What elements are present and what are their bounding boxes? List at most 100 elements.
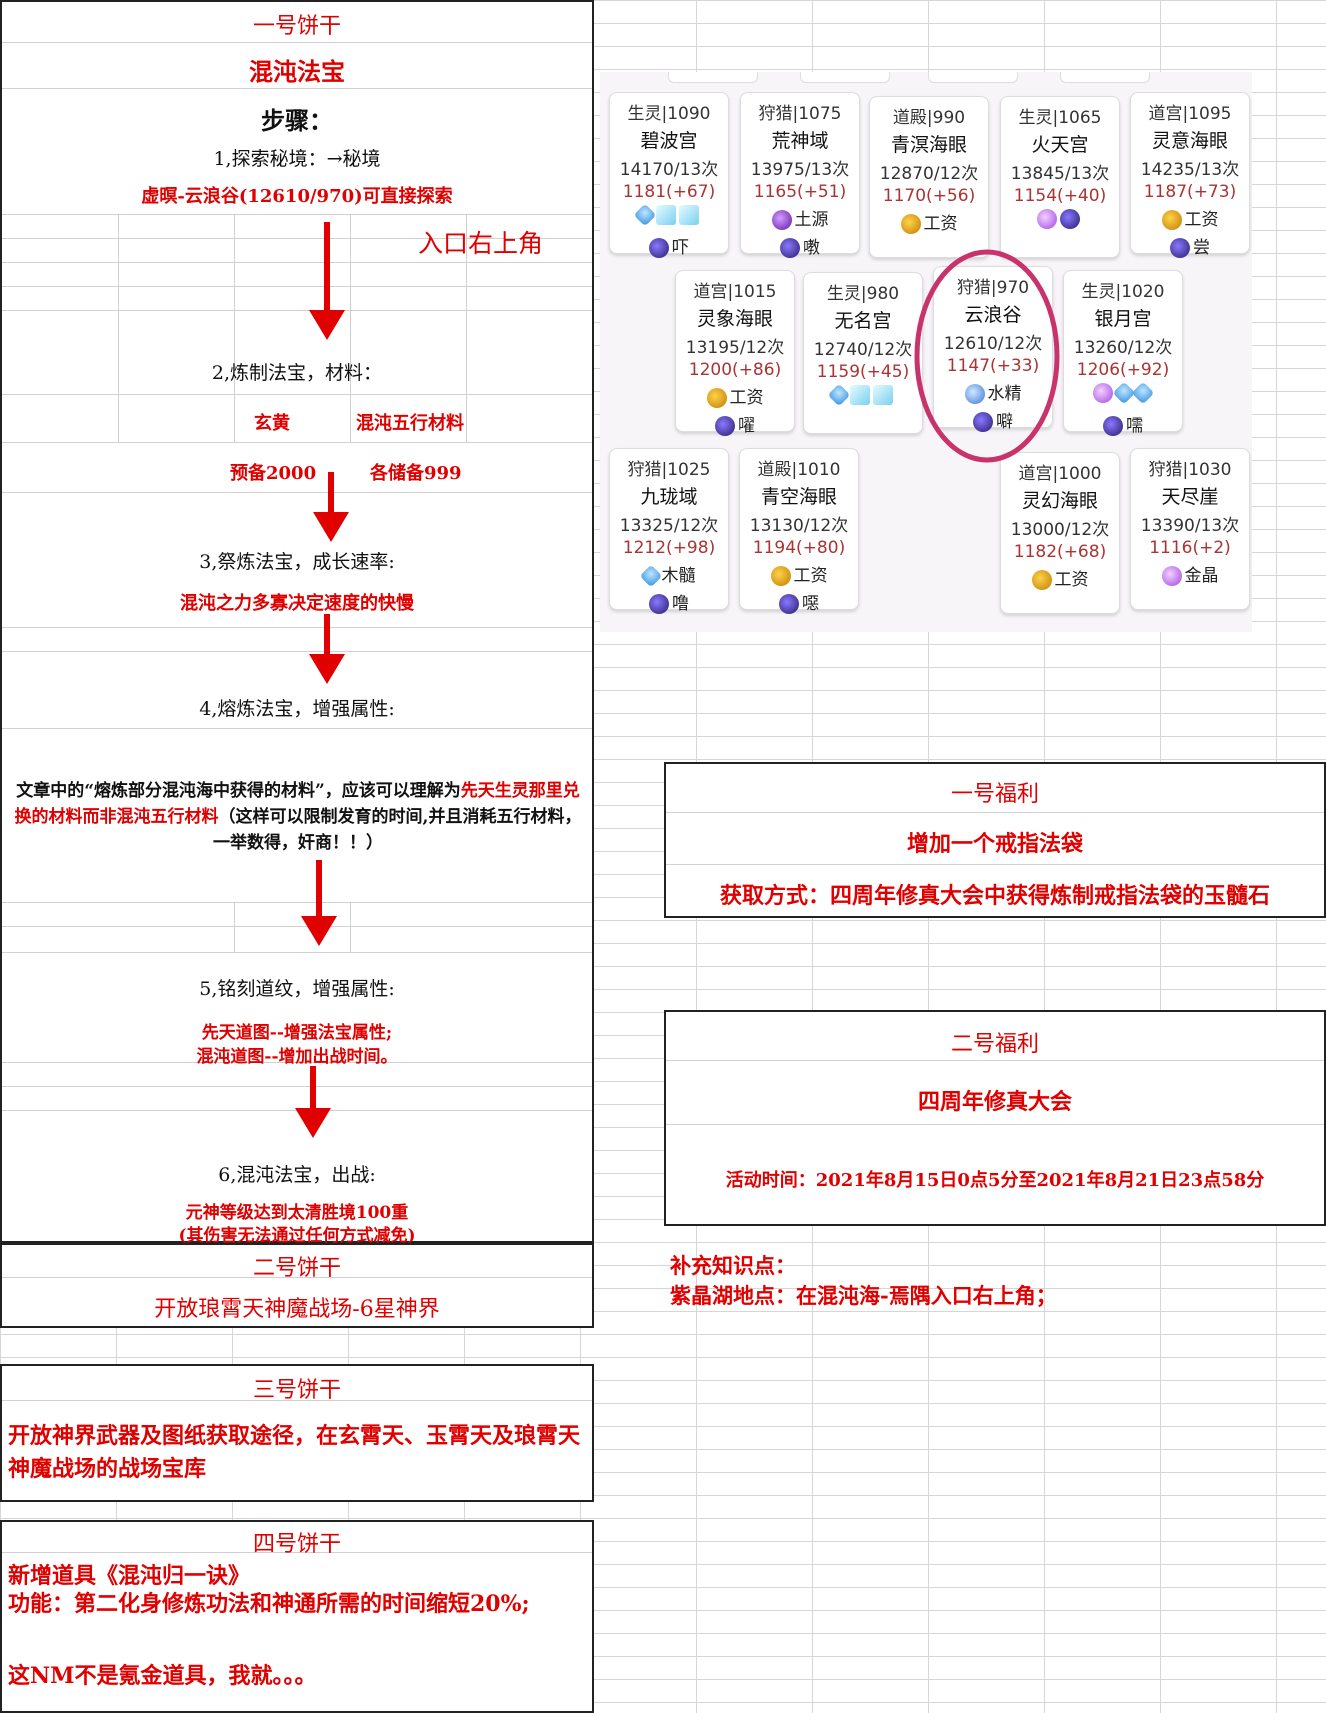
material-icon	[1092, 383, 1113, 403]
realm-type: 道宫|1000	[1018, 464, 1102, 484]
welfare-2-line-2: 活动时间：2021年8月15日0点5分至2021年8月21日23点58分	[725, 1170, 1265, 1191]
boss-icon	[1103, 416, 1123, 436]
cookie-4-line-3: 这NM不是氪金道具，我就。。。	[8, 1663, 317, 1689]
realm-drop-label: 工资	[1054, 570, 1089, 590]
realm-boss-label: 噜	[672, 594, 689, 614]
material-icon	[1112, 381, 1135, 405]
realm-name: 火天宫	[1031, 134, 1089, 156]
realm-progress: 14235/13次	[1140, 160, 1240, 180]
step-4-explanation: 文章中的“熔炼部分混沌海中获得的材料”，应该可以理解为先天生灵那里兑换的材料而非…	[8, 778, 588, 856]
realm-type: 生灵|1090	[627, 104, 711, 124]
realm-name: 青空海眼	[760, 486, 837, 508]
welfare-2-box: 二号福利 四周年修真大会 活动时间：2021年8月15日0点5分至2021年8月…	[664, 1010, 1326, 1226]
material-icon	[706, 388, 727, 408]
realm-progress: 13130/12次	[749, 516, 849, 536]
step-1: 1,探索秘境：→秘境	[213, 148, 381, 170]
realm-type: 道殿|990	[892, 108, 966, 128]
material-icon	[1037, 209, 1057, 229]
realm-progress: 12610/12次	[943, 334, 1043, 354]
step-5-note-2: 混沌道图--增加出战时间。	[196, 1047, 398, 1067]
realm-value: 1116(+2)	[1149, 538, 1231, 558]
steps-heading: 步骤：	[261, 106, 333, 135]
highlight-circle	[914, 249, 1060, 463]
realm-drop: 水精	[934, 379, 1052, 405]
realm-value: 1206(+92)	[1076, 360, 1170, 380]
step-3: 3,祭炼法宝，成长速率:	[199, 551, 395, 573]
cookie-3-box: 三号饼干 开放神界武器及图纸获取途径，在玄霄天、玉霄天及琅霄天神魔战场的战场宝库	[0, 1364, 594, 1502]
cookie-4-title: 四号饼干	[252, 1532, 341, 1557]
realm-boss: 嚅	[1064, 411, 1182, 436]
realm-value: 1170(+56)	[882, 186, 976, 206]
boss-icon	[1170, 238, 1190, 258]
realm-boss-label: 吓	[672, 238, 689, 258]
realm-progress: 13845/13次	[1010, 164, 1110, 184]
welfare-1-title: 一号福利	[950, 782, 1039, 807]
realm-drop: 土源	[741, 205, 859, 231]
left-panel: 一号饼干 混沌法宝 步骤： 1,探索秘境：→秘境 虚暝-云浪谷(12610/97…	[0, 0, 594, 1246]
realm-boss-label: 嘋	[803, 238, 820, 258]
realm-drop-label: 水精	[987, 384, 1022, 404]
realm-value: 1181(+67)	[622, 182, 716, 202]
cookie-2-body: 开放琅霄天神魔战场-6星神界	[154, 1297, 440, 1322]
realm-boss: 噼	[934, 407, 1052, 432]
material-icon	[639, 564, 662, 588]
realm-progress: 13975/13次	[750, 160, 850, 180]
step-3-note: 混沌之力多寡决定速度的快慢	[180, 593, 414, 614]
step-6-note-2: (其伤害无法通过任何方式减免)	[178, 1226, 416, 1246]
realm-value: 1194(+80)	[752, 538, 846, 558]
material-icon	[633, 203, 656, 227]
realm-type: 生灵|980	[826, 284, 900, 304]
realm-value: 1165(+51)	[753, 182, 847, 202]
realm-drop-label: 木髓	[661, 566, 696, 586]
material-icon	[964, 384, 985, 404]
realm-name: 碧波宫	[640, 130, 698, 152]
realm-drop-label: 土源	[794, 210, 829, 230]
realm-drop: 工资	[1131, 205, 1249, 231]
material-icon	[678, 205, 699, 225]
arrow-down-icon	[313, 472, 349, 542]
cookie-3-body: 开放神界武器及图纸获取途径，在玄霄天、玉霄天及琅霄天神魔战场的战场宝库	[8, 1423, 581, 1482]
realm-boss: 嘋	[741, 233, 859, 258]
welfare-1-box: 一号福利 增加一个戒指法袋 获取方式：四周年修真大会中获得炼制戒指法袋的玉髓石	[664, 762, 1326, 918]
realm-drop	[1001, 209, 1119, 235]
realm-drop: 工资	[676, 383, 794, 409]
realm-name: 无名宫	[834, 310, 892, 332]
step-4-text-3: （这样可以限制发育的时间,并且消耗五行材料，一举数得，奸商！！）	[213, 807, 582, 853]
realm-drop	[610, 203, 728, 231]
realm-drop: 工资	[740, 561, 858, 587]
realm-progress: 13325/12次	[619, 516, 719, 536]
realm-value: 1200(+86)	[688, 360, 782, 380]
cookie-4-box: 四号饼干 新增道具《混沌归一诀》 功能：第二化身修炼功法和神通所需的时间缩短20…	[0, 1520, 594, 1713]
realm-progress: 14170/13次	[619, 160, 719, 180]
realm-type: 狩猎|1075	[758, 104, 842, 124]
realm-name: 天尽崖	[1161, 486, 1219, 508]
cookie-4-line-1: 新增道具《混沌归一诀》	[8, 1563, 251, 1589]
realm-type: 道殿|1010	[757, 460, 841, 480]
boss-icon	[973, 412, 993, 432]
realm-boss-label: 噼	[996, 412, 1013, 432]
boss-icon	[649, 238, 669, 258]
material-icon	[1060, 209, 1080, 229]
arrow-down-icon	[309, 614, 345, 684]
realm-value: 1159(+45)	[816, 362, 910, 382]
realm-boss: 噜	[610, 589, 728, 614]
step-4: 4,熔炼法宝，增强属性:	[199, 698, 395, 720]
realm-drop: 金晶	[1131, 561, 1249, 587]
step-5-note-1: 先天道图--增强法宝属性;	[201, 1023, 393, 1043]
material-2-name: 混沌五行材料	[356, 413, 464, 434]
realm-name: 青溟海眼	[890, 134, 967, 156]
welfare-1-line-2: 获取方式：四周年修真大会中获得炼制戒指法袋的玉髓石	[719, 883, 1270, 909]
